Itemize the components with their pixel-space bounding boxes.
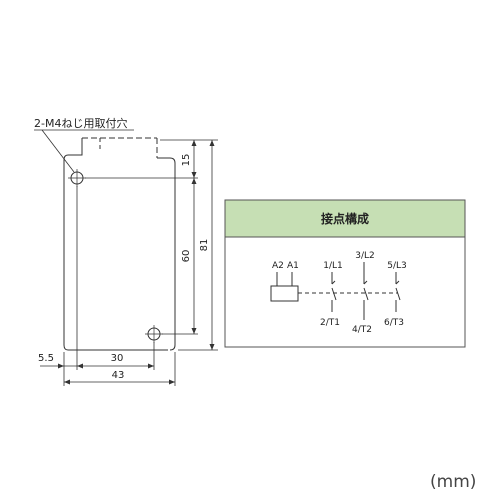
dim-overall-height: 81	[199, 239, 210, 252]
outline-right-edge	[157, 157, 176, 351]
main-contact-3	[395, 272, 401, 312]
mounting-hole-callout: 2-M4ねじ用取付穴	[34, 116, 134, 173]
contact-config-header	[224, 199, 466, 238]
unit-label: (mm)	[430, 472, 476, 492]
mounting-hole-bottom	[145, 325, 163, 343]
dim-top-offset: 15	[181, 154, 192, 167]
dim-hole-pitch-vertical: 60	[181, 250, 192, 263]
main-contact-2	[363, 262, 369, 320]
dim-edge-offset: 5.5	[38, 353, 54, 364]
coil-label-a1: A1	[287, 261, 299, 271]
horizontal-dimensions	[40, 186, 176, 386]
terminal-1-l1: 1/L1	[323, 261, 343, 271]
terminal-2-t1: 2/T1	[320, 318, 340, 328]
mounting-outline-drawing	[63, 137, 176, 351]
contact-configuration-panel: 接点構成 A2 A1 1/L1 2/T1 3/L2 4/T2	[224, 199, 466, 348]
terminal-5-l3: 5/L3	[387, 261, 407, 271]
terminal-3-l2: 3/L2	[355, 251, 375, 261]
outline-left-edge	[63, 138, 83, 351]
contact-config-title: 接点構成	[321, 211, 369, 226]
mounting-hole-top	[68, 169, 86, 187]
coil-label-a2: A2	[272, 261, 284, 271]
dim-overall-width: 43	[112, 370, 125, 381]
terminal-4-t2: 4/T2	[352, 325, 372, 335]
main-contact-1	[331, 272, 337, 312]
terminal-6-t3: 6/T3	[384, 318, 404, 328]
vertical-dimensions	[85, 139, 218, 351]
callout-label: 2-M4ねじ用取付穴	[34, 116, 127, 130]
dim-hole-pitch-horizontal: 30	[111, 353, 124, 364]
